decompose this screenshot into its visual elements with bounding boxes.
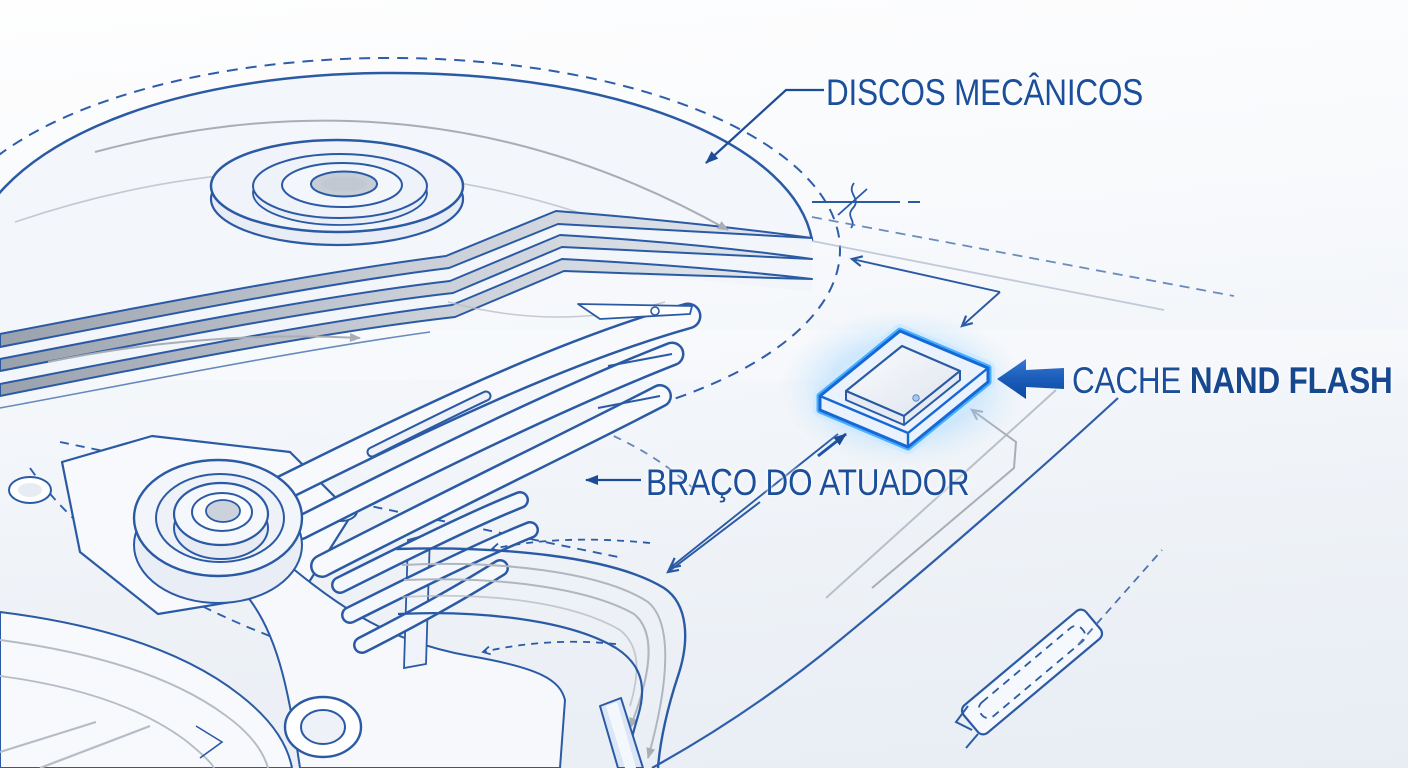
actuator-e-block [331, 491, 539, 654]
actuator-arm [261, 302, 702, 578]
label-mechanical-discs: DISCOS MECÂNICOS [826, 74, 1143, 111]
platter-edge-1 [0, 210, 813, 348]
platter-edge-3 [0, 258, 813, 397]
chip-dot [912, 394, 920, 402]
flex-cable [395, 538, 687, 768]
head-suspension [577, 303, 693, 320]
spindle-hub [209, 138, 465, 247]
casing-notch [954, 705, 979, 749]
cache-text: CACHE [1072, 360, 1182, 401]
slot-dashed-line [1077, 549, 1163, 646]
label-actuator-arm: BRAÇO DO ATUADOR [646, 462, 970, 503]
casing-diagonal-blue [651, 397, 1119, 768]
nand-flash-text: NAND FLASH [1189, 360, 1393, 401]
mechanical-discs-text: DISCOS MECÂNICOS [826, 72, 1144, 113]
casing-edge-faded [811, 240, 1165, 311]
arm-sweep-arrow-icon [490, 538, 651, 553]
chip-pointer-arrow-icon [817, 432, 847, 458]
connector-slot [960, 608, 1104, 736]
platter-edge-4-faint [0, 331, 431, 409]
arm-sweep-arrow-2-icon [481, 640, 617, 656]
platter-dashed-outline [0, 56, 841, 425]
platter-edge-2 [0, 234, 813, 372]
platter-dashed-outline-lower [599, 429, 701, 496]
disc-rotation-arrow-2-icon [47, 332, 361, 363]
stack-measure-mark [812, 182, 920, 229]
discs-leader-arrow-icon [705, 88, 824, 164]
actuator-flow-arrow-icon [666, 501, 761, 574]
cache-to-cable-arrow-icon [668, 433, 839, 570]
cache-solid-arrow-icon [997, 359, 1064, 399]
nand-chip [780, 310, 1024, 466]
casing-diagonal-gray [825, 389, 1057, 599]
base-casing [0, 441, 619, 768]
disc-rotation-arrow-icon [94, 119, 729, 231]
actuator-arm-text: BRAÇO DO ATUADOR [646, 462, 970, 503]
pivot-bearing [132, 458, 304, 604]
casing-edge-dashed [811, 216, 1235, 297]
label-cache-nand-flash: CACHE NAND FLASH [1072, 362, 1393, 399]
